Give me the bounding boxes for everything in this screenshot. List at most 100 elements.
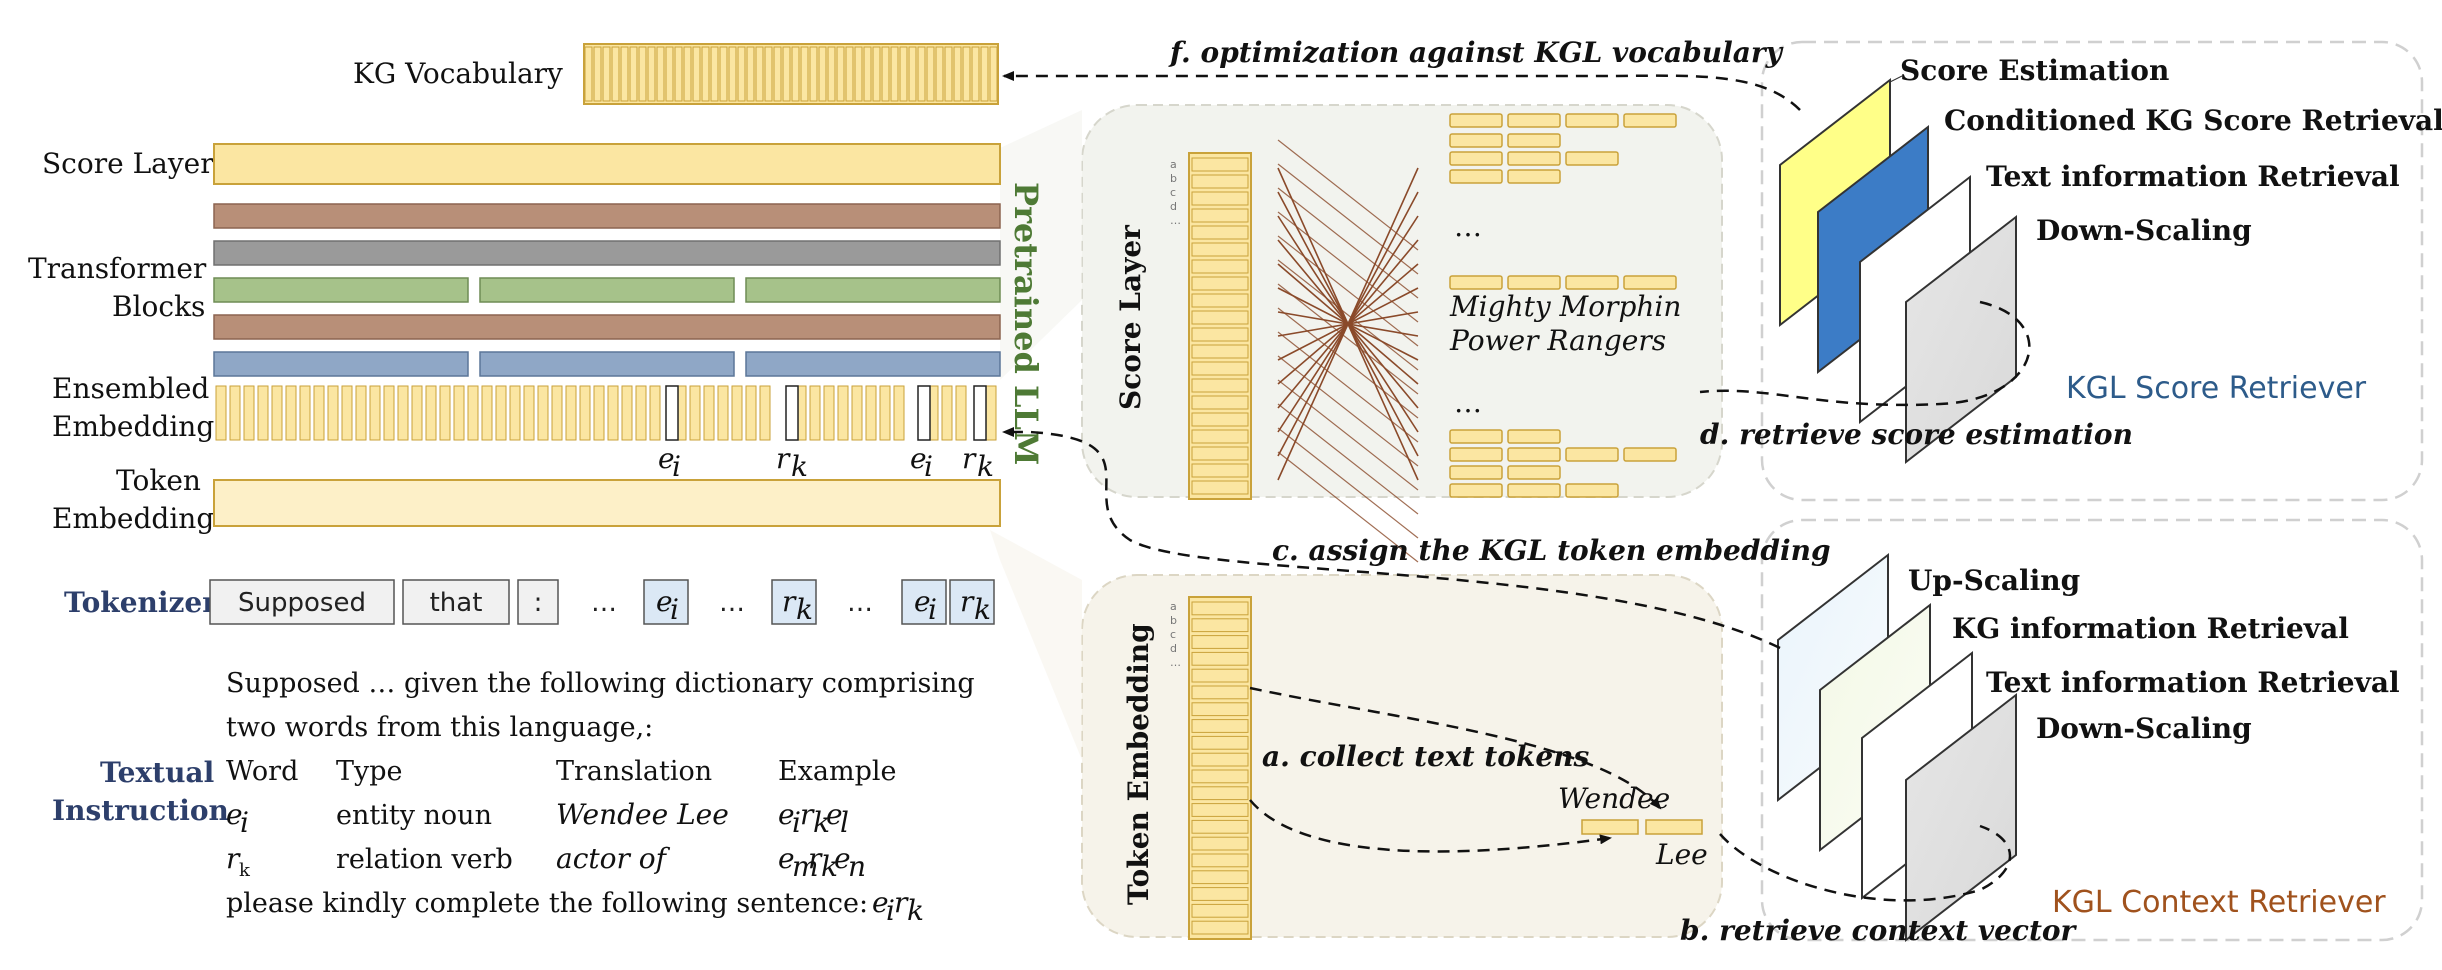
transformer-block-2 [213, 240, 1001, 266]
ensembled-kg-cell [973, 385, 987, 441]
ensembled-text-cell [809, 385, 821, 441]
kg-vocabulary-cell [710, 46, 719, 102]
ensembled-text-cell [607, 385, 619, 441]
token-ellipsis-3: … [847, 588, 873, 618]
kg-vocabulary-cell [728, 46, 737, 102]
token-column-cell [1191, 618, 1249, 633]
kg-vocabulary-cell [719, 46, 728, 102]
ensembled-text-cell [579, 385, 591, 441]
token-column-cell [1191, 853, 1249, 868]
transformer-block-5a [213, 351, 469, 377]
token-rk-2 [949, 579, 995, 625]
ensembled-label-line2: Embedding [52, 410, 214, 443]
ensembled-text-cell [327, 385, 339, 441]
lee-token [1645, 819, 1703, 835]
kg-vocabulary-cell [809, 46, 818, 102]
score-output-bar [1507, 465, 1561, 480]
score-column-cell [1191, 157, 1249, 172]
score-output-bar [1623, 113, 1677, 128]
ensembled-text-cell [621, 385, 633, 441]
kg-vocabulary-cell [593, 46, 602, 102]
score-column-cell [1191, 463, 1249, 478]
row2-translation: actor of [556, 842, 671, 875]
score-output-bars [1449, 113, 1677, 498]
token-column-cell [1191, 920, 1249, 935]
cross-line [1277, 427, 1419, 539]
score-layer-label-0: Score Estimation [1900, 54, 2169, 87]
row2-ex-sub1: m [792, 850, 819, 883]
arrow-a-upper [1249, 686, 1662, 810]
cross-line [1277, 331, 1419, 443]
kg-vocabulary-cell [674, 46, 683, 102]
ensembled-text-cell [955, 385, 967, 441]
tokenizer-label: Tokenizer [64, 586, 218, 619]
kg-vocabulary-cell [827, 46, 836, 102]
kg-vocabulary-cell [629, 46, 638, 102]
score-output-bar [1565, 113, 1619, 128]
ensembled-text-cell [453, 385, 465, 441]
ensembled-text-cell [285, 385, 297, 441]
cross-line [1277, 403, 1419, 515]
score-output-bar [1507, 151, 1561, 166]
kg-vocabulary-cell [863, 46, 872, 102]
ensembled-text-cell [593, 385, 605, 441]
score-output-bar [1449, 483, 1503, 498]
ensembled-text-cell [635, 385, 647, 441]
token-column-cell [1191, 651, 1249, 666]
token-rk-1-sub: k [796, 593, 813, 626]
token-column-cell [1191, 786, 1249, 801]
cross-line [1277, 259, 1419, 371]
instruction-header-type: Type [336, 756, 403, 787]
column-letter: c [1170, 628, 1176, 641]
token-supposed [209, 579, 395, 625]
score-output-bar [1507, 275, 1561, 290]
score-column-cell [1191, 276, 1249, 291]
ensembled-text-cell [369, 385, 381, 441]
ensembled-text-cell [523, 385, 535, 441]
token-column-cell [1191, 735, 1249, 750]
score-output-bar [1565, 275, 1619, 290]
score-output-bar [1623, 447, 1677, 462]
cross-line [1277, 307, 1419, 419]
ensembled-kg-cell [917, 385, 931, 441]
token-rk-2-sub: k [974, 593, 991, 626]
score-output-bar [1449, 275, 1503, 290]
column-letter: b [1170, 172, 1177, 185]
ensembled-text-cell [425, 385, 437, 441]
arrow-a-lower [1249, 799, 1612, 853]
score-column-cell [1191, 174, 1249, 189]
ensembled-text-cell [941, 385, 953, 441]
context-layer-label-3: Down-Scaling [2036, 712, 2252, 745]
last-line-sub-i: i [886, 894, 895, 927]
kg-vocabulary-cell [782, 46, 791, 102]
instruction-header-word: Word [226, 756, 298, 787]
score-output-bar [1449, 113, 1503, 128]
ensembled-sym-e-2: e [910, 442, 927, 475]
transformer-label-line1: Transformer [28, 252, 207, 285]
score-column-cell [1191, 412, 1249, 427]
wendee-token [1581, 819, 1639, 835]
ensembled-text-cell [865, 385, 877, 441]
score-column-cell [1191, 242, 1249, 257]
token-column-cell [1191, 903, 1249, 918]
score-output-bar [1449, 429, 1503, 444]
kg-vocabulary-cell [647, 46, 656, 102]
cross-line [1277, 211, 1419, 323]
score-column-cell [1191, 361, 1249, 376]
transformer-block-3a [213, 277, 469, 303]
kg-vocabulary-cell [917, 46, 926, 102]
kg-vocabulary-label: KG Vocabulary [353, 57, 563, 90]
score-ellipsis-2: … [1454, 386, 1482, 419]
token-column-cell [1191, 719, 1249, 733]
ensembled-sub-k-2: k [977, 450, 994, 483]
token-ellipsis-2: … [719, 588, 745, 618]
arrow-d-label: d. retrieve score estimation [1700, 418, 2133, 451]
score-column-cell [1191, 310, 1249, 325]
score-column-cell [1191, 191, 1249, 206]
instruction-label-line1: Textual [100, 756, 214, 789]
score-output-bar [1507, 113, 1561, 128]
instruction-line1: Supposed … given the following dictionar… [226, 668, 975, 699]
kg-vocabulary-cell [764, 46, 773, 102]
entity-label-line1: Mighty Morphin [1449, 290, 1681, 323]
